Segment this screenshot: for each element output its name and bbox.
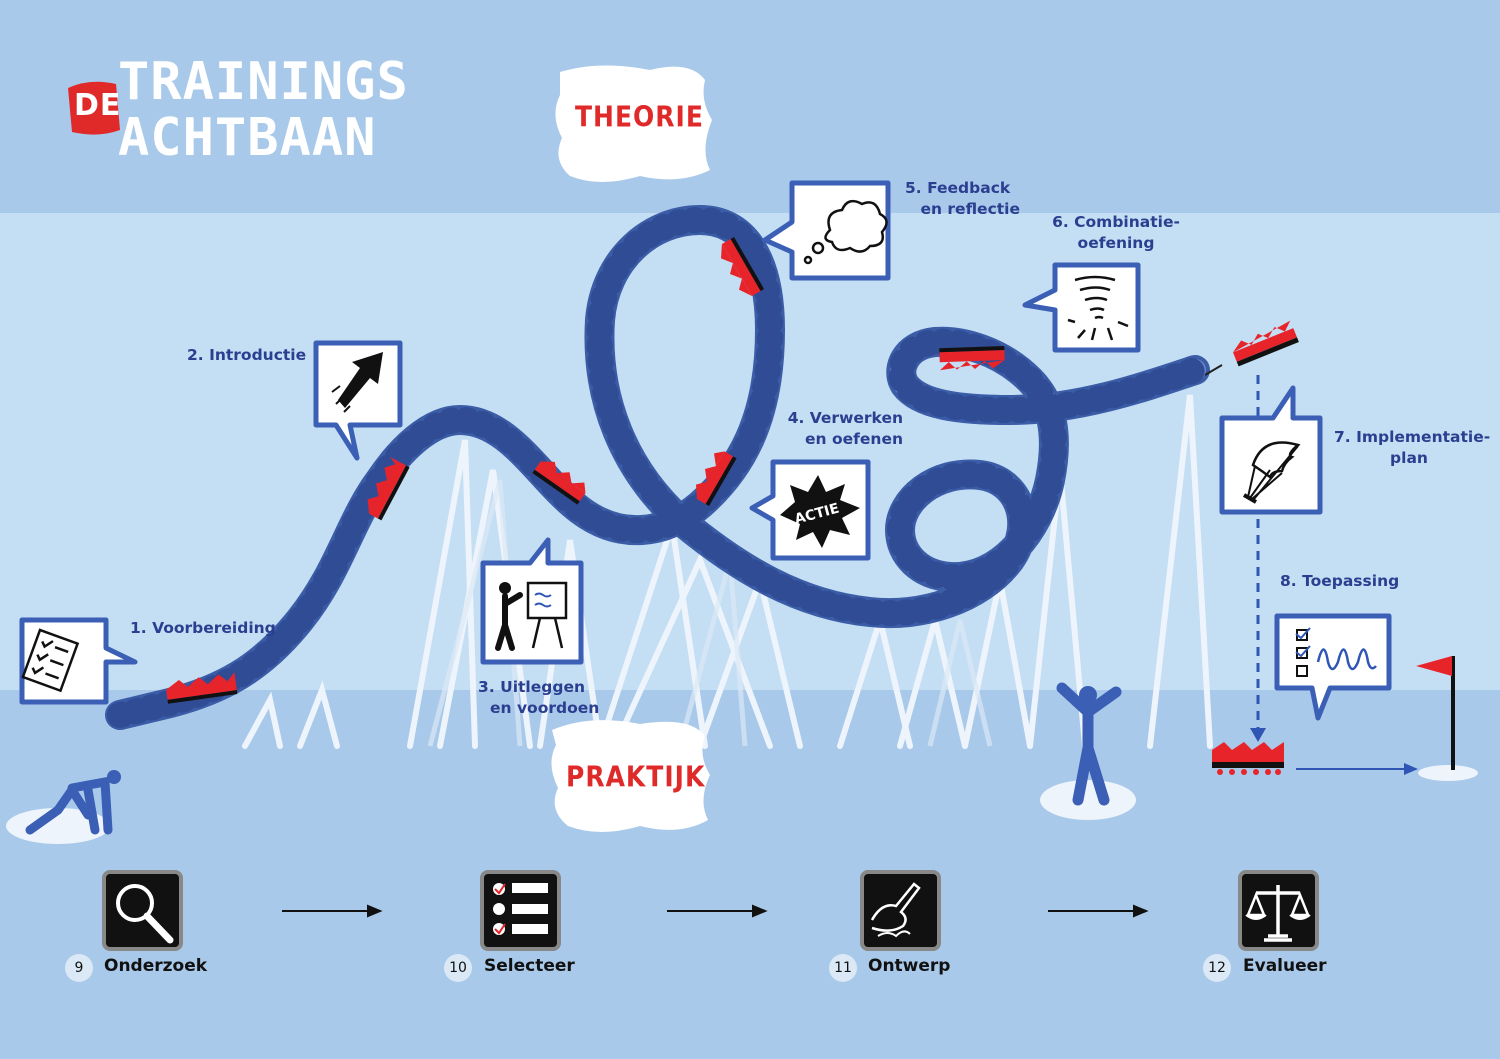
cart-1: [166, 672, 238, 704]
step-6-line2: oefening: [1077, 234, 1155, 252]
scales-icon: [1238, 870, 1319, 951]
cart-2: [367, 457, 410, 521]
cart-8-landed: [1212, 742, 1284, 775]
magnifier-icon: [102, 870, 183, 951]
cart-3: [532, 461, 586, 505]
logo-line2: ACHTBAAN: [118, 108, 377, 168]
logo-line1: TRAININGS: [118, 52, 409, 112]
runner-start-icon: [6, 770, 121, 844]
phase-11-label: Ontwerp: [868, 956, 951, 976]
cart-6: [939, 346, 1005, 371]
step-4-line2: en oefenen: [805, 430, 903, 448]
step-1-label: 1. Voorbereiding: [130, 619, 276, 637]
bubble-explain-icon: [480, 537, 584, 665]
bubble-implementation-icon: [1219, 385, 1323, 515]
phase-9-number: 9: [65, 954, 93, 982]
bubble-feedback-icon: [762, 180, 891, 281]
phase-9-label: Onderzoek: [104, 956, 208, 976]
step-2-label: 2. Introductie: [187, 346, 307, 364]
step-3-line2: en voordoen: [490, 699, 600, 717]
phase-12-label: Evalueer: [1243, 956, 1327, 976]
step-7-label: 7. Implementatie- plan: [1334, 427, 1491, 469]
step-6-line1: 6. Combinatie-: [1052, 213, 1180, 231]
bubble-introduction-icon: [313, 340, 403, 461]
phase-10-label: Selecteer: [484, 956, 575, 976]
step-3-line1: 3. Uitleggen: [478, 678, 585, 696]
phase-12-number: 12: [1203, 954, 1231, 982]
step-6-label: 6. Combinatie- oefening: [1050, 212, 1182, 254]
bubble-combination-icon: [1022, 262, 1141, 353]
step-7-line1: 7. Implementatie-: [1334, 428, 1491, 446]
checklist-icon: [480, 870, 561, 951]
phase-arrows: [282, 904, 1149, 918]
practice-brush-blob: [551, 720, 710, 832]
step-5-label: 5. Feedback en reflectie: [902, 178, 1020, 220]
step-7-line2: plan: [1390, 449, 1428, 467]
step-4-label: 4. Verwerken en oefenen: [785, 408, 903, 450]
finish-flag-icon: [1416, 656, 1478, 781]
practice-title: PRAKTIJK: [566, 759, 706, 794]
step-3-label: 3. Uitleggen en voordoen: [470, 677, 600, 719]
coaster-track: [105, 205, 1210, 730]
phase-10-number: 10: [444, 954, 472, 982]
step-8-label: 8. Toepassing: [1280, 572, 1400, 590]
writing-hand-icon: [860, 870, 941, 951]
bubble-practice-icon: ACTIE: [749, 459, 871, 561]
step-4-line1: 4. Verwerken: [787, 409, 903, 427]
theory-title: THEORIE: [575, 99, 704, 134]
logo-prefix: DE: [74, 88, 122, 123]
cart-5: [721, 237, 765, 296]
theory-brush-blob: [555, 65, 712, 182]
cheering-person-icon: [1040, 682, 1136, 820]
bubble-preparation-icon: [19, 617, 138, 705]
logo-prefix-blob: [68, 81, 120, 135]
step-5-line2: en reflectie: [920, 200, 1020, 218]
cart-7-flying: [1232, 320, 1299, 367]
step-5-line1: 5. Feedback: [905, 179, 1011, 197]
bubble-application-icon: [1274, 613, 1392, 721]
theory-band: [0, 0, 1500, 213]
phase-11-number: 11: [829, 954, 857, 982]
cart-4: [696, 451, 737, 506]
